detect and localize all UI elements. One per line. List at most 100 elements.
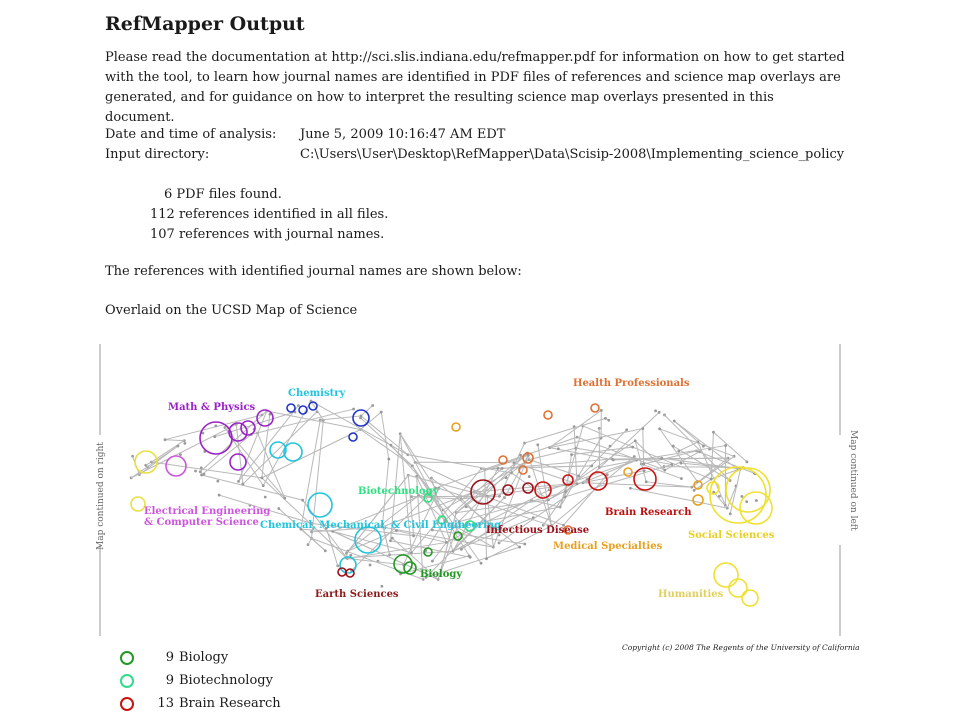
map-node	[504, 476, 508, 480]
map-edge	[664, 414, 731, 481]
summary-counts: 6 PDF files found. 112 references identi…	[150, 185, 388, 245]
map-edge	[432, 542, 447, 562]
map-edge	[641, 463, 682, 480]
overlay-circle	[739, 491, 773, 525]
overlay-circle	[534, 481, 552, 499]
map-edge	[529, 459, 579, 477]
map-node	[679, 461, 683, 465]
map-edge	[431, 477, 520, 548]
map-edge	[411, 468, 482, 554]
map-edge	[416, 476, 424, 580]
map-node	[217, 493, 221, 497]
map-node	[389, 539, 392, 543]
map-node	[349, 553, 353, 557]
map-node	[536, 443, 540, 447]
map-edge	[549, 409, 602, 449]
overlay-circle	[269, 441, 287, 459]
map-edge	[583, 482, 692, 488]
map-node	[660, 456, 664, 460]
map-edge	[548, 459, 637, 491]
map-edge	[576, 470, 645, 485]
legend-brain-research-count: 13	[157, 696, 174, 711]
map-edge	[347, 530, 397, 552]
map-edge	[726, 485, 737, 509]
overlay-circle	[403, 561, 417, 575]
map-node	[608, 444, 612, 448]
overlay-circle	[633, 467, 657, 491]
analysis-date-label: Date and time of analysis:	[105, 127, 277, 142]
map-edge	[713, 492, 728, 509]
overlay-circle	[134, 450, 158, 474]
map-edge	[224, 427, 286, 499]
map-edge	[729, 468, 742, 514]
map-node	[631, 445, 635, 449]
map-node	[585, 477, 589, 481]
map-node	[654, 409, 657, 413]
journal-reference-count: 107 references with journal names.	[150, 227, 385, 242]
map-edge	[414, 461, 488, 497]
map-node	[379, 410, 383, 414]
map-node	[390, 536, 394, 540]
map-edge	[437, 512, 457, 580]
analysis-date-row: Date and time of analysis: June 5, 2009 1…	[105, 127, 505, 142]
map-edge	[527, 455, 553, 526]
map-node	[371, 404, 375, 407]
map-edge	[218, 494, 313, 525]
map-edge	[571, 446, 633, 456]
map-edge	[346, 550, 453, 559]
map-node	[745, 460, 749, 464]
map-node	[424, 575, 428, 579]
map-edge	[302, 499, 348, 559]
overlay-circle	[240, 420, 256, 436]
map-edge	[347, 541, 447, 559]
map-edge	[549, 428, 643, 449]
map-edge	[444, 520, 494, 548]
map-legend: 9 Biology 9 Biotechnology 13 Brain Resea…	[120, 646, 281, 715]
legend-biotechnology-count: 9	[165, 673, 174, 688]
map-edge	[452, 499, 549, 552]
map-edge	[456, 499, 549, 514]
map-edge	[201, 474, 303, 501]
map-node	[359, 414, 363, 418]
map-edge	[238, 405, 299, 482]
overlay-circle	[308, 401, 318, 411]
map-node	[485, 557, 488, 561]
overlay-circle	[130, 496, 146, 512]
discipline-label: Chemistry	[288, 388, 346, 399]
map-edge	[130, 423, 237, 479]
map-edge	[381, 491, 475, 528]
map-node	[625, 428, 629, 432]
overlay-circle	[354, 526, 382, 554]
map-node	[519, 453, 522, 457]
map-edge	[444, 468, 503, 522]
map-edge	[360, 405, 374, 417]
map-edge	[559, 437, 602, 508]
map-edge	[425, 520, 446, 552]
map-edge	[461, 483, 578, 500]
legend-biology-count: 9	[165, 650, 174, 665]
map-node	[430, 528, 434, 532]
map-node	[605, 473, 609, 477]
map-edge	[311, 420, 324, 539]
map-node	[570, 453, 573, 457]
map-edge	[251, 408, 354, 435]
map-edge	[636, 445, 726, 461]
map-edge	[416, 476, 447, 543]
map-node	[526, 453, 530, 457]
map-right-note: Map continued on left	[848, 430, 858, 531]
overlay-circle	[741, 589, 759, 607]
analysis-date-value: June 5, 2009 10:16:47 AM EDT	[300, 127, 506, 142]
map-edge	[452, 497, 505, 552]
map-node	[657, 410, 661, 414]
overlay-circle	[725, 467, 771, 513]
map-edge	[360, 417, 413, 467]
legend-brain-research-swatch	[120, 696, 134, 711]
map-node	[368, 563, 372, 567]
map-node	[611, 458, 615, 462]
overlay-circle	[256, 409, 274, 427]
overlay-circle	[437, 515, 447, 525]
map-node	[712, 430, 715, 434]
map-edge	[346, 474, 409, 554]
